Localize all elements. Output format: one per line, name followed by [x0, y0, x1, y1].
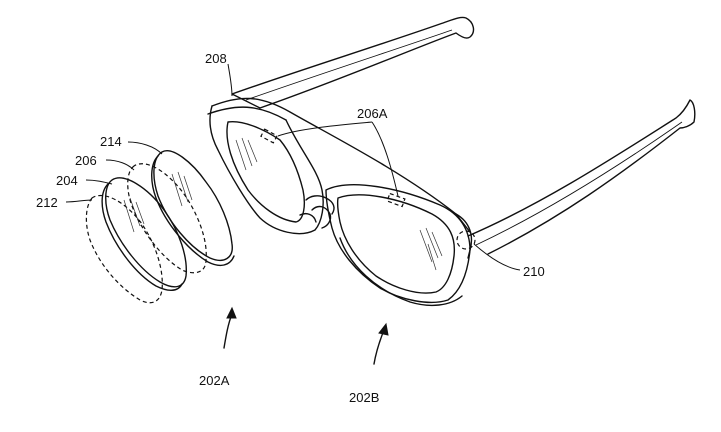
label-212: 212	[36, 195, 58, 210]
label-202B: 202B	[349, 390, 379, 405]
leader-212	[65, 199, 93, 203]
lens-206	[127, 163, 207, 274]
label-214: 214	[100, 134, 122, 149]
glasses-frame	[207, 16, 696, 307]
lens-stack	[85, 150, 235, 304]
leader-204	[85, 179, 113, 185]
leader-214	[127, 141, 163, 155]
leader-206A-left	[277, 121, 373, 137]
leader-210	[473, 243, 521, 271]
label-204: 204	[56, 173, 78, 188]
reference-leaders	[65, 63, 521, 365]
label-210: 210	[523, 264, 545, 279]
label-206A: 206A	[357, 106, 388, 121]
lens-212	[85, 194, 163, 304]
label-206: 206	[75, 153, 97, 168]
lens-214	[153, 150, 233, 262]
label-202A: 202A	[199, 373, 230, 388]
leader-206A-right	[371, 121, 399, 197]
label-208: 208	[205, 51, 227, 66]
leader-208	[227, 63, 233, 97]
arrow-202B	[373, 329, 385, 365]
leader-206	[105, 159, 135, 171]
arrow-202A	[223, 313, 233, 349]
